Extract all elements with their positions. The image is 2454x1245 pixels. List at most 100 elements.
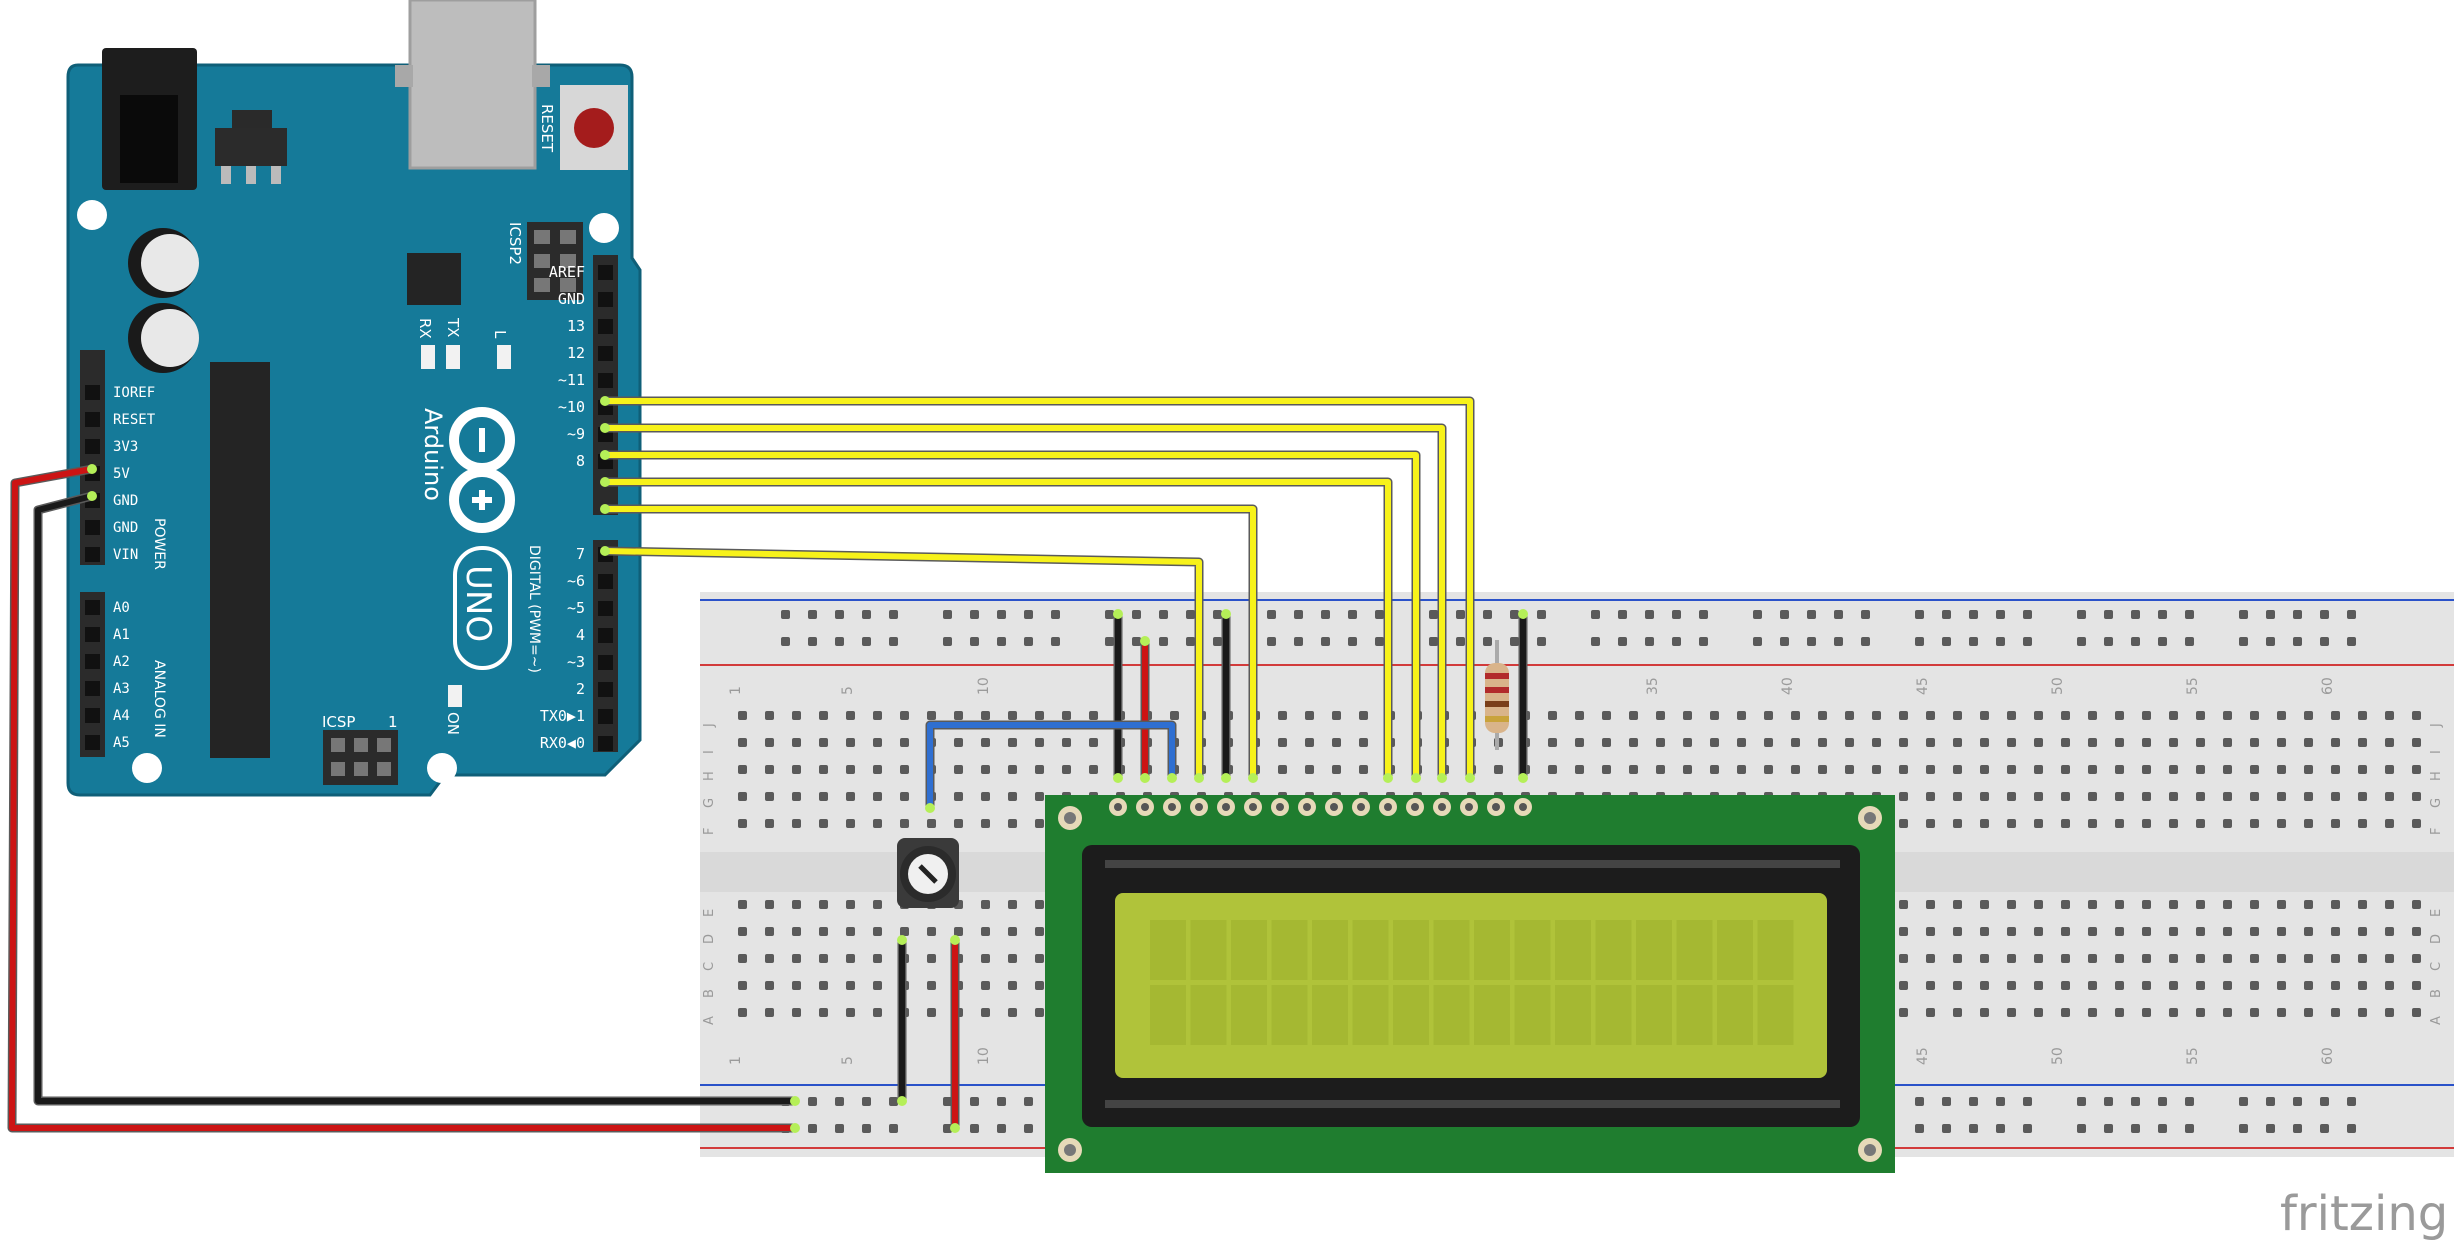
signal-wire-pin12-end [600,396,610,406]
lcd-pin-hole [1519,803,1527,811]
rail-hole [2185,610,2194,619]
rail-hole [1672,610,1681,619]
regulator-leg [271,166,281,184]
lcd-cell [1231,920,1267,980]
uno-logo-frame [453,546,512,670]
column-number: 35 [1645,677,1661,695]
signal-wire-pin11 [605,425,1445,778]
lcd-cell [1514,920,1551,980]
signal-wire-pin9 [605,479,1391,778]
icsp-pin1-label: 1 [388,713,398,731]
tx-led [446,345,460,369]
ground-jumper-lcd-rw-end [1221,773,1231,783]
rail-hole [970,1124,979,1133]
resistor-body [1485,663,1509,733]
power-pin-label: VIN [113,547,138,563]
on-led [448,685,462,707]
digital-pin [598,574,613,589]
ground-jumper-lcd-k-end [1518,609,1528,619]
capacitor-top [141,234,199,292]
bezel-line [1105,860,1840,868]
rail-hole [1591,610,1600,619]
rail-hole [1834,610,1843,619]
capacitor-top [141,309,199,367]
rail-hole [2293,637,2302,646]
rail-hole [1915,610,1924,619]
lcd-pin-hole [1492,803,1500,811]
top-rail-holes [781,610,2356,646]
rail-hole [2266,1097,2275,1106]
rail-hole [781,637,790,646]
lcd-cell [1352,920,1389,980]
lcd-cell [1636,920,1672,980]
rail-hole [1159,610,1168,619]
column-number: 5 [840,1056,856,1065]
rail-hole [1213,637,1222,646]
analog-pin [85,708,100,723]
signal-wire-pin12-end [1465,773,1475,783]
rail-hole [2266,1124,2275,1133]
row-letter: F [2429,828,2444,835]
digital-pin-label: 13 [567,317,585,335]
power-wire-5v-end [87,464,97,474]
row-letter: I [702,750,717,754]
rail-hole [1024,637,1033,646]
digital-pin [598,709,613,724]
breadboard: 1 5 10 35 40 45 50 55 60 1 5 10 45 50 55… [700,592,2454,1157]
reset-button-cap[interactable] [574,108,614,148]
lcd-cell [1393,920,1429,980]
rail-hole [1753,610,1762,619]
lcd-pin-hole [1222,803,1230,811]
power-jumper-lcd-vdd-end [1140,636,1150,646]
rail-hole [1132,637,1141,646]
icsp-pins [331,738,391,776]
digital-pin-label: ~5 [567,599,585,617]
lcd-cell [1676,985,1713,1045]
digital-pin-label: ~10 [558,398,585,416]
rail-hole [889,1124,898,1133]
rail-hole [2347,1097,2356,1106]
power-jumper-pot-end [950,1123,960,1133]
rail-hole [997,610,1006,619]
lcd-cell [1271,985,1308,1045]
mounting-hole [427,753,457,783]
analog-pin-label: A5 [113,735,130,751]
analog-pin-label: A1 [113,627,130,643]
rail-hole [1348,610,1357,619]
digital-pin-label: GND [558,290,585,308]
power-pin [85,547,100,562]
lcd-cell [1595,985,1632,1045]
row-letter: C [702,962,717,971]
lcd-cell [1757,985,1794,1045]
digital-pin-label: 7 [576,545,585,563]
rail-hole [781,610,790,619]
rail-hole [1321,637,1330,646]
rail-hole [2158,1097,2167,1106]
lcd-pin-hole [1249,803,1257,811]
power-pin-label: IOREF [113,385,155,401]
digital-pin-label: ~9 [567,425,585,443]
signal-wire-pin12 [605,398,1473,778]
tx-label: TX [444,317,462,337]
row-letter: F [702,828,717,835]
rail-hole [1456,637,1465,646]
lcd-pin-hole [1141,803,1149,811]
rail-hole [2104,610,2113,619]
lcd-cell [1717,985,1753,1045]
digital-pin-label: 12 [567,344,585,362]
rail-hole [862,610,871,619]
rail-hole [862,1124,871,1133]
rail-hole [1969,637,1978,646]
atmega-chip [210,362,270,758]
column-number-labels: 1 5 10 35 40 45 50 55 60 1 5 10 45 50 55… [728,677,2336,1065]
resistor [1485,640,1509,750]
rail-hole [2131,1097,2140,1106]
digital-pin [598,346,613,361]
usb-tab-right [532,65,550,87]
rail-hole [2023,637,2032,646]
lcd-cell [1271,920,1308,980]
mounting-hole [132,753,162,783]
rail-hole [1267,610,1276,619]
rail-hole [1024,610,1033,619]
